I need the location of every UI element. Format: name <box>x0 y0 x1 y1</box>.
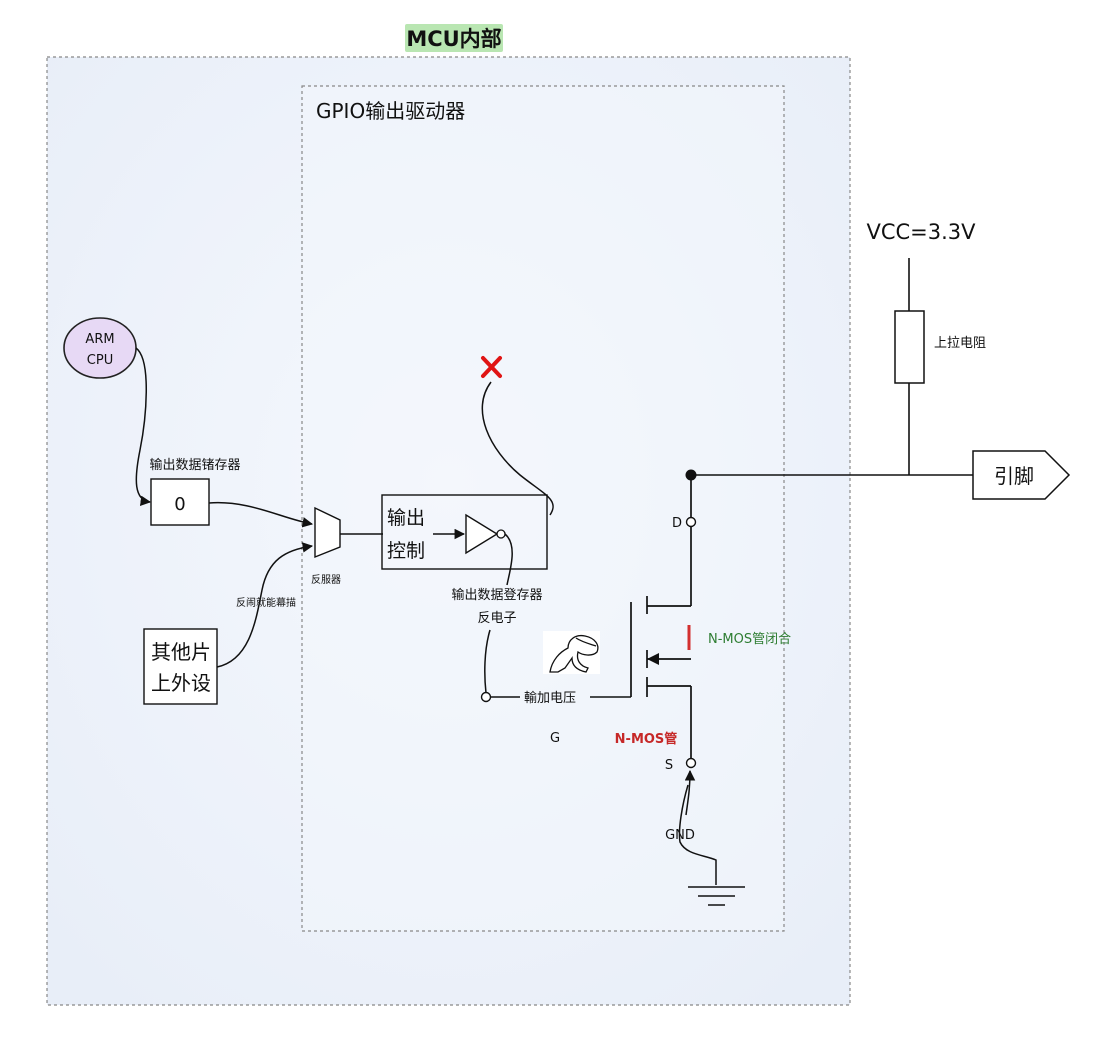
pin-label: 引脚 <box>994 464 1034 488</box>
ground-symbol-icon <box>688 886 745 906</box>
inverter-note-line2: 反电子 <box>477 611 516 626</box>
mux-label: 反服器 <box>311 574 341 586</box>
nmos-label: N-MOS管 <box>615 731 678 747</box>
register-label: 输出数据锗存器 <box>149 457 240 473</box>
output-control-line1: 输出 <box>387 507 425 529</box>
gate-voltage-label: 輸加电压 <box>524 691 576 706</box>
output-control-line2: 控制 <box>387 540 425 562</box>
disconnected-x-icon <box>481 356 502 378</box>
inverter-bubble <box>496 529 506 539</box>
gnd-wire <box>678 784 717 885</box>
note-to-gate-wire <box>484 629 491 694</box>
gate-node <box>480 691 492 703</box>
gpio-driver-boundary <box>301 85 785 932</box>
output-control-block <box>381 494 548 570</box>
arm-cpu-node <box>63 317 137 379</box>
floating-wire-to-x <box>481 381 554 516</box>
title-highlight <box>405 24 503 52</box>
decorative-figure-icon <box>543 631 600 674</box>
other-peripherals-line1: 其他片 <box>151 640 211 664</box>
cpu-line2: CPU <box>87 353 113 368</box>
register-value: 0 <box>174 494 185 515</box>
gnd-label: GND <box>665 828 695 843</box>
inverter-symbol <box>465 513 499 555</box>
drain-pin <box>685 516 697 528</box>
drain-pin-label: D <box>672 516 682 531</box>
pullup-resistor <box>894 310 925 384</box>
diagram-title: MCU内部 <box>406 27 501 51</box>
output-data-register <box>150 478 210 526</box>
other-peripherals-box <box>143 628 218 705</box>
vcc-label: VCC=3.3V <box>866 220 976 244</box>
source-pin-label: S <box>665 758 673 773</box>
nmos-arrow-icon <box>647 653 659 665</box>
nmos-closed-label: N-MOS管闭合 <box>708 632 791 647</box>
register-to-mux-wire <box>208 501 314 528</box>
cpu-to-register-wire <box>135 347 152 507</box>
source-to-gnd-arrow <box>684 769 696 816</box>
output-pin-connector <box>972 450 1071 500</box>
mux-symbol <box>314 506 341 559</box>
other-peripherals-line2: 上外设 <box>151 671 211 695</box>
cpu-line1: ARM <box>85 332 114 347</box>
source-pin <box>685 757 697 769</box>
peripherals-to-mux-wire <box>216 542 314 668</box>
inverter-note-line1: 输出数据登存器 <box>451 587 542 603</box>
inverter-output-wire <box>504 533 513 586</box>
gate-pin-label: G <box>550 731 560 746</box>
gpio-block-title: GPIO输出驱动器 <box>316 99 465 123</box>
peripherals-wire-label: 反闹就能幕描 <box>236 596 296 609</box>
pullup-label: 上拉电阻 <box>934 336 986 351</box>
